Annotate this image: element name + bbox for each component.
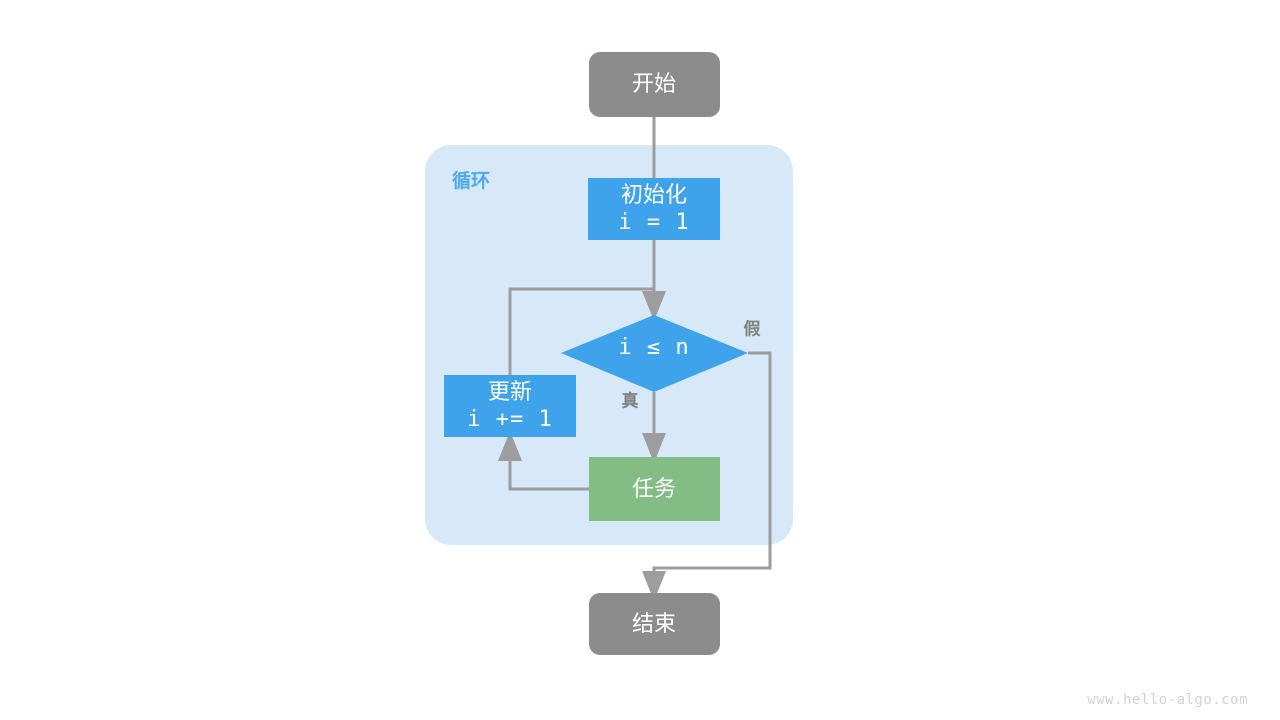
node-init[interactable]: 初始化 i = 1	[588, 178, 720, 240]
node-init-label-line1: 初始化	[621, 182, 687, 207]
node-task[interactable]: 任务	[589, 457, 720, 521]
node-update-label-line2: i += 1	[467, 407, 552, 432]
node-start[interactable]: 开始	[589, 52, 720, 117]
node-condition-label: i ≤ n	[618, 335, 689, 360]
edge-label-true: 真	[622, 390, 639, 410]
edge-update-to-condition-loopback	[508, 287, 654, 375]
node-end-label: 结束	[632, 611, 676, 636]
node-end[interactable]: 结束	[589, 593, 720, 655]
watermark: www.hello-algo.com	[1087, 692, 1248, 708]
edge-task-to-update	[498, 431, 589, 491]
loop-group-label: 循环	[452, 169, 490, 192]
node-init-label-line2: i = 1	[618, 210, 689, 235]
node-task-label: 任务	[632, 476, 676, 501]
edge-condition-to-end-false	[642, 351, 772, 601]
edge-label-false: 假	[744, 318, 761, 338]
node-update[interactable]: 更新 i += 1	[444, 375, 576, 437]
node-update-label-line1: 更新	[488, 379, 532, 404]
node-condition[interactable]: i ≤ n	[561, 315, 748, 392]
node-start-label: 开始	[632, 71, 676, 96]
